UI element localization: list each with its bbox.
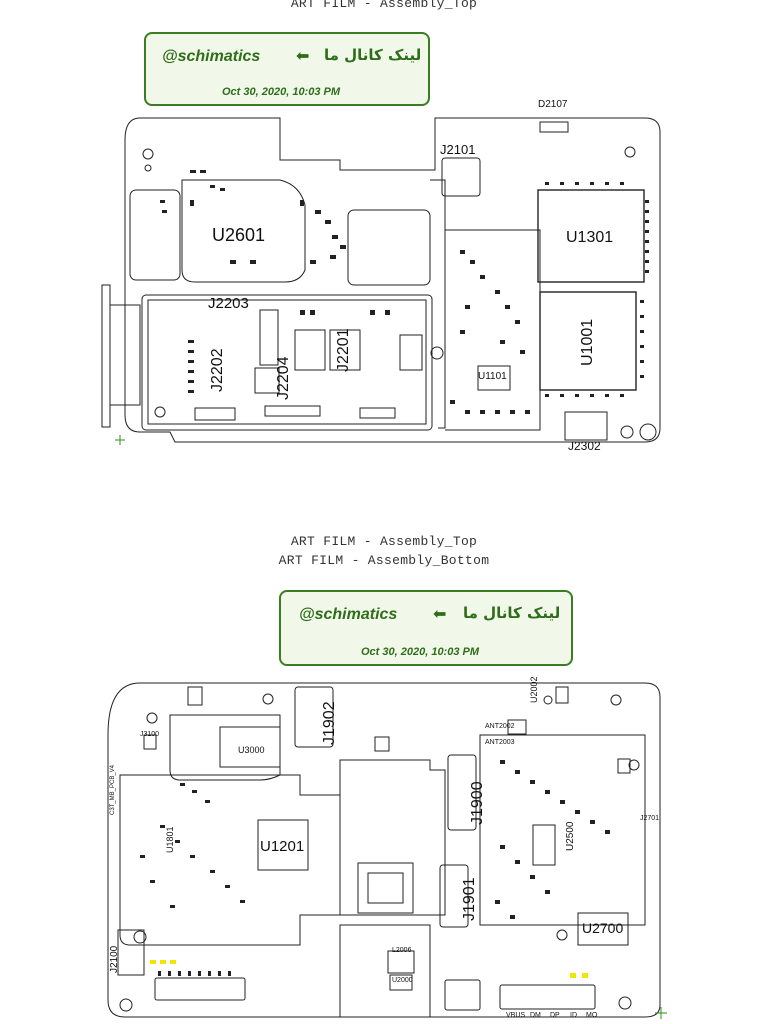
top-caption: ART FILM - Assembly_Top <box>290 0 478 11</box>
arrow-left-icon: ⬅ <box>296 48 310 65</box>
label-u2601: U2601 <box>212 225 266 245</box>
pcb-bottom-outline <box>107 682 667 1019</box>
label-u1001: U1001 <box>579 318 596 366</box>
label-u2700: U2700 <box>582 920 624 936</box>
middle-caption-1: ART FILM - Assembly_Top <box>290 534 478 549</box>
channel-link-text: لینک کانال ما <box>463 604 561 622</box>
label-j1902: J1902 <box>321 701 338 745</box>
label-u1101: U1101 <box>478 371 507 382</box>
pin-id: ID <box>570 1012 577 1019</box>
arrow-left-icon: ⬅ <box>433 606 447 623</box>
label-j2202: J2202 <box>209 348 226 392</box>
middle-caption-2: ART FILM - Assembly_Bottom <box>278 553 490 568</box>
channel-handle: @schimatics <box>299 606 398 623</box>
banner-date: Oct 30, 2020, 10:03 PM <box>361 646 480 658</box>
label-j2204: J2204 <box>275 356 292 400</box>
label-j3100: J3100 <box>140 731 160 738</box>
pin-dm: DM <box>530 1012 541 1019</box>
pin-mo: MO <box>586 1012 598 1019</box>
label-u2000: U2000 <box>392 977 413 984</box>
label-l2006: L2006 <box>392 947 412 954</box>
label-j2201: J2201 <box>335 328 352 372</box>
label-j2701: J2701 <box>640 815 660 822</box>
label-u1201: U1201 <box>260 838 305 855</box>
pin-vbus: VBUS <box>506 1012 526 1019</box>
pin-dp: DP <box>550 1012 560 1019</box>
channel-handle: @schimatics <box>162 48 261 65</box>
label-j1900: J1900 <box>469 781 486 825</box>
label-u1801: U1801 <box>165 826 175 853</box>
label-u3000: U3000 <box>238 745 265 755</box>
pcb-bottom-board: J1902 J3100 U3000 J1900 U2002 ANT2002 AN… <box>100 675 670 1020</box>
banner-date: Oct 30, 2020, 10:03 PM <box>222 86 341 98</box>
channel-banner-top[interactable]: @schimatics ⬅ لینک کانال ما Oct 30, 2020… <box>144 32 430 106</box>
label-j2101: J2101 <box>440 142 476 157</box>
pcb-top-board: D2107 J2101 U1301 U2601 J2203 J2202 J220… <box>100 100 670 453</box>
label-pcb-id: C3T_MB_PCB_V4 <box>110 764 116 815</box>
label-d2107: D2107 <box>538 99 568 110</box>
label-ant2003: ANT2003 <box>485 739 515 746</box>
label-u1301: U1301 <box>566 229 614 246</box>
channel-link-text: لینک کانال ما <box>324 46 422 64</box>
channel-banner-bottom[interactable]: @schimatics ⬅ لینک کانال ما Oct 30, 2020… <box>279 590 573 666</box>
pcb-top-outline <box>101 117 661 445</box>
label-u2002: U2002 <box>529 676 539 703</box>
label-j2302: J2302 <box>568 439 601 453</box>
label-ant2002: ANT2002 <box>485 723 515 730</box>
label-u2500: U2500 <box>565 821 576 851</box>
label-j1901: J1901 <box>461 877 478 921</box>
label-j2203: J2203 <box>208 295 249 312</box>
label-j2100: J2100 <box>109 945 120 973</box>
